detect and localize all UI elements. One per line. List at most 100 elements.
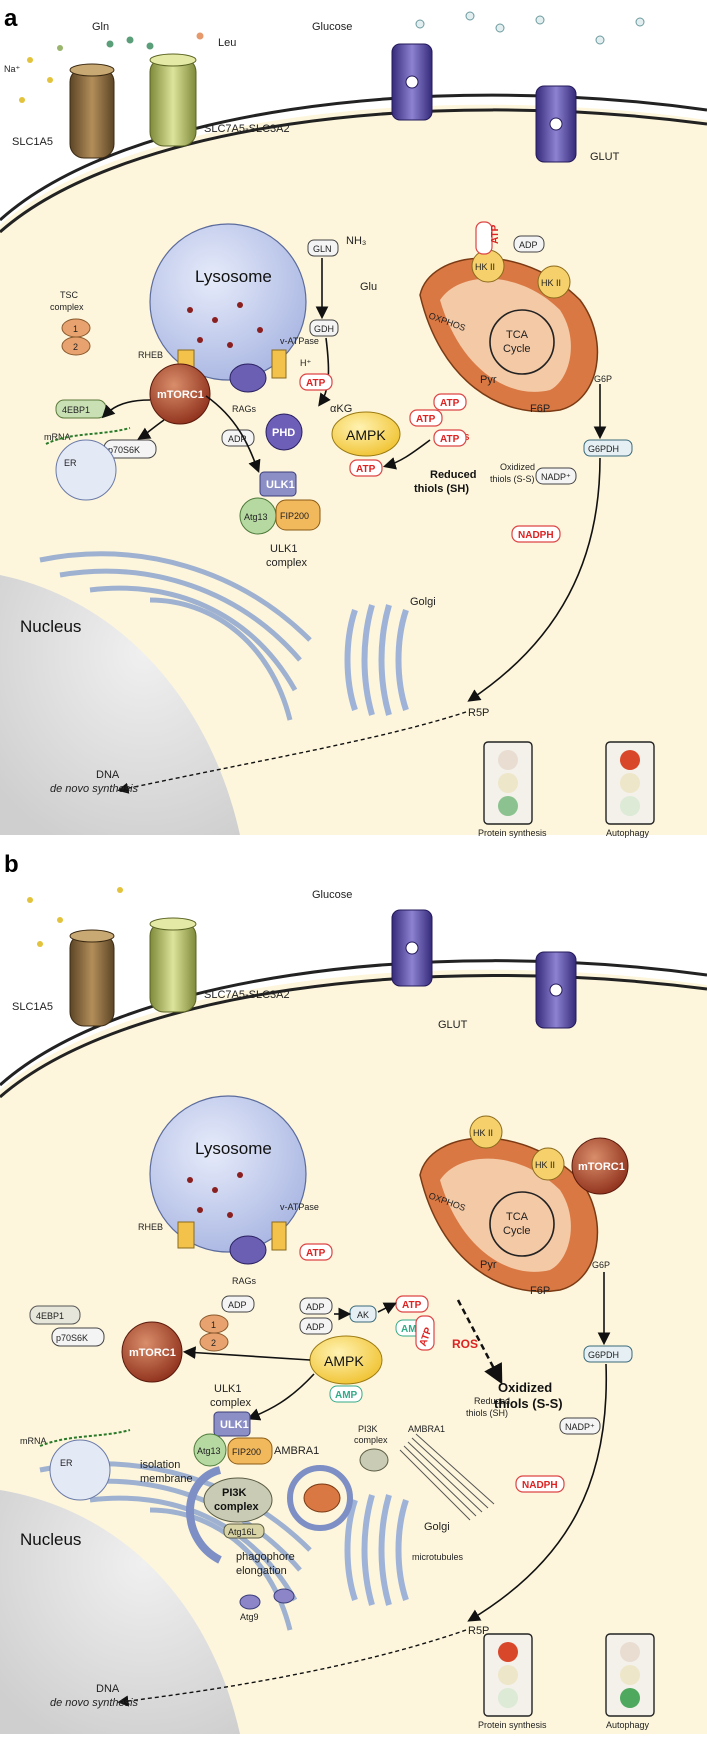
phd-label-a: PHD: [272, 427, 295, 439]
hkii-label-a1: HK II: [475, 262, 495, 272]
nadph-label-a: NADPH: [518, 530, 554, 541]
slc7a5-label-a: SLC7A5-SLC3A2: [204, 123, 290, 135]
r5p-label-b: R5P: [468, 1625, 489, 1637]
tsc2-num-b: 2: [211, 1338, 216, 1348]
adp-pill-a-hk: [513, 235, 545, 253]
rags-label-b: RAGs: [232, 1276, 257, 1286]
rags-label-a: RAGs: [232, 404, 257, 414]
vatpase-label-a: v-ATPase: [280, 336, 319, 346]
vatpase-label-b: v-ATPase: [280, 1202, 319, 1212]
tca-label-a2: Cycle: [503, 343, 531, 355]
ebp1-label-a: 4EBP1: [62, 405, 90, 415]
ulk-complex-label-a2: complex: [266, 557, 307, 569]
g6p-label-b: G6P: [592, 1260, 610, 1270]
phagophore-label-b2: elongation: [236, 1565, 287, 1577]
traffic-light-protein-a: [483, 741, 533, 825]
tsc-complex-label-a: complex: [50, 302, 84, 312]
r5p-label-a: R5P: [468, 707, 489, 719]
ulk-complex-label-b2: complex: [210, 1397, 251, 1409]
dna-label-a2: de novo synthesis: [50, 783, 139, 795]
rheb-b: [177, 1221, 195, 1249]
lysosome-label-b: Lysosome: [195, 1139, 272, 1158]
mtorc1-to-p70-arrow-a: [137, 419, 165, 440]
amp-pill-b2: [329, 1385, 363, 1403]
rags-b: [229, 1235, 267, 1265]
mtorc1-label-b1: mTORC1: [129, 1347, 176, 1359]
gdh-pill-a: [309, 319, 339, 337]
mrna-label-a: mRNA: [44, 432, 71, 442]
mtorc1-to-ulk1-arrow-a: [205, 395, 261, 473]
glucose-label-a: Glucose: [312, 21, 352, 33]
atp-pill-a1: [299, 373, 333, 391]
ulk1-label-a: ULK1: [266, 479, 295, 491]
r5p-to-dna-arrow-a: [117, 711, 467, 794]
pi3k-small-label-b2: complex: [354, 1435, 388, 1445]
phd-a: [265, 413, 303, 451]
ros-to-oxidized-arrow-b: [456, 1299, 503, 1385]
atp-to-ampk-arrow-a: [382, 439, 431, 470]
slc1a5-transporter-b: [69, 929, 115, 1027]
glut-transporter-a1: [391, 43, 433, 121]
traffic-light-autophagy-a: [605, 741, 655, 825]
g6pdh-to-r5p-arrow-a: [467, 457, 601, 702]
ak-to-atp-arrow-b: [377, 1302, 397, 1315]
mtorc1-b1: [121, 1321, 183, 1383]
ambra1-label-b1: AMBRA1: [274, 1445, 319, 1457]
lysosome-contents-b: [187, 1172, 243, 1218]
ulk-complex-label-a1: ULK1: [270, 543, 298, 555]
isolation-label-b2: membrane: [140, 1473, 193, 1485]
atp-label-a1: ATP: [306, 378, 326, 389]
er-label-a: ER: [64, 458, 77, 468]
panel-b-letter: b: [4, 851, 19, 878]
mrna-label-b: mRNA: [20, 1436, 47, 1446]
atg9-vesicles-b: [239, 1588, 295, 1610]
fip200-label-b: FIP200: [232, 1447, 261, 1457]
tsc2-num-a: 2: [73, 342, 78, 352]
hkii-a2: [537, 265, 571, 299]
g6pdh-pill-b: [583, 1345, 633, 1363]
lysosome-b: [149, 1095, 307, 1253]
atg13-label-b: Atg13: [197, 1446, 221, 1456]
atp-label-b2: ATP: [402, 1300, 422, 1311]
g6p-label-a: G6P: [594, 374, 612, 384]
tca-cycle-a: [489, 309, 555, 375]
protein-synthesis-label-b: Protein synthesis: [478, 1720, 547, 1730]
fip200-label-a: FIP200: [280, 511, 309, 521]
reduced-label-b2: thiols (SH): [466, 1408, 508, 1418]
golgi-a: [344, 604, 409, 716]
atp-pill-a2: [433, 393, 467, 411]
ampk-a: [331, 411, 401, 457]
adp-label-b3: ADP: [306, 1322, 325, 1332]
atp-pill-a-ampk: [349, 459, 383, 477]
ampk-label-a: AMPK: [346, 427, 386, 443]
g6pdh-label-a: G6PDH: [588, 444, 619, 454]
glut-label-b: GLUT: [438, 1019, 468, 1031]
atp-pill-a-hk: [475, 221, 493, 255]
ulk1-box-a: [259, 471, 297, 497]
adp-pill-b3: [299, 1317, 333, 1335]
dna-label-b1: DNA: [96, 1683, 120, 1695]
golgi-label-b: Golgi: [424, 1521, 450, 1533]
lysosome-contents-a: [187, 302, 263, 348]
autophagy-label-b: Autophagy: [606, 1720, 650, 1730]
atp-label-a-ampk: ATP: [356, 464, 376, 475]
adp-label-b2: ADP: [306, 1302, 325, 1312]
atp-label-a3: ATP: [416, 414, 436, 425]
hkii-label-b1: HK II: [473, 1128, 493, 1138]
slc7a5-transporter-a: [149, 53, 197, 147]
ulk1-label-b: ULK1: [220, 1419, 249, 1431]
g6pdh-to-r5p-arrow-b: [467, 1363, 608, 1622]
nutrient-dots-a: [19, 11, 645, 103]
oxidized-label-a1: Oxidized: [500, 462, 535, 472]
isolation-membrane-b: [186, 1466, 222, 1564]
plasma-membrane-a-inner: [0, 108, 707, 234]
rheb-label-b: RHEB: [138, 1222, 163, 1232]
nucleus-label-a: Nucleus: [20, 617, 81, 636]
tsc2-b: [199, 1332, 229, 1352]
hkii-label-b2: HK II: [535, 1160, 555, 1170]
mtorc1-b2: [571, 1137, 629, 1195]
glut-transporter-b1: [391, 909, 433, 987]
atg13-label-a: Atg13: [244, 512, 268, 522]
lysosome-label-a: Lysosome: [195, 267, 272, 286]
akg-label-a: αKG: [330, 403, 352, 415]
